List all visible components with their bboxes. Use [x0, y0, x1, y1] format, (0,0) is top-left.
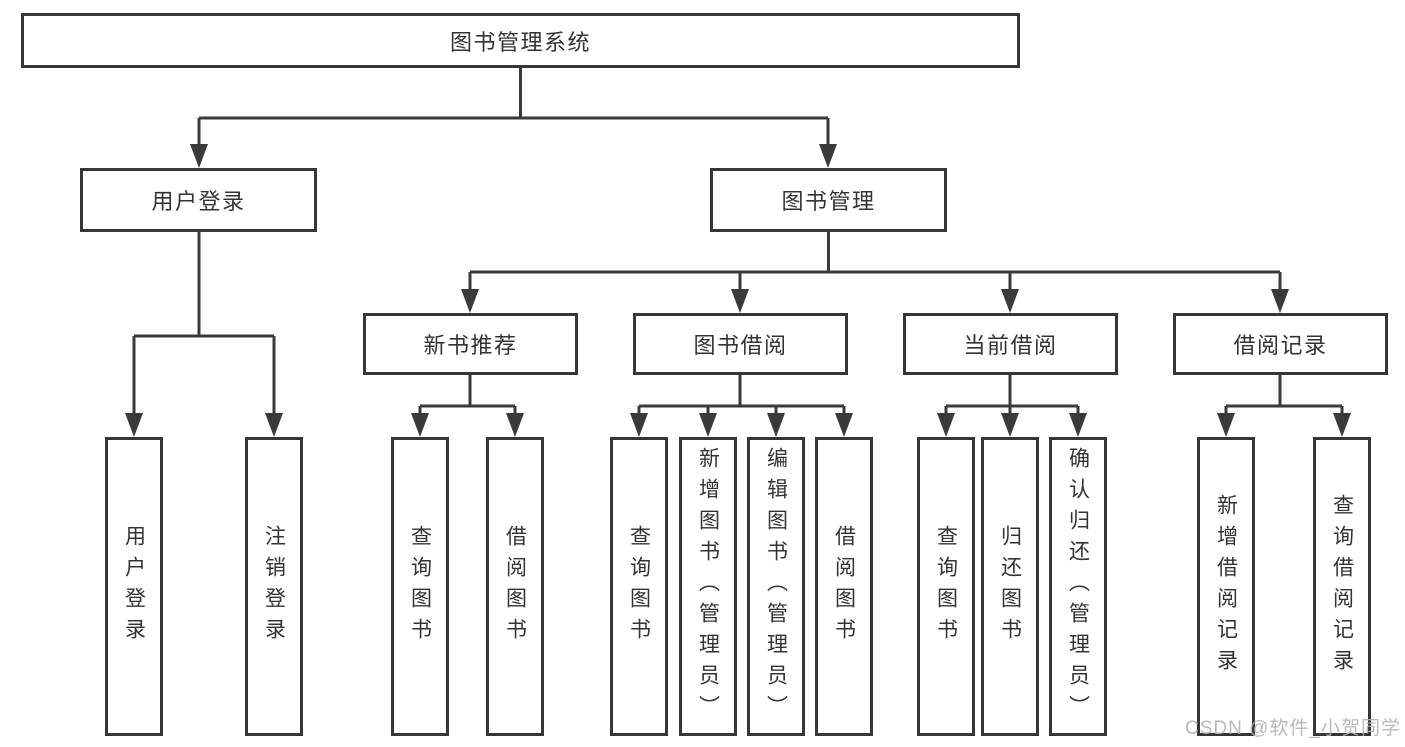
- arrow-down-icon: [1271, 289, 1289, 313]
- leaf-query-borrow-record: 查询借阅记录: [1313, 437, 1371, 736]
- arrow-down-icon: [1069, 413, 1087, 437]
- node-library-system: 图书管理系统: [21, 13, 1020, 68]
- arrow-down-icon: [1001, 413, 1019, 437]
- leaf-borrow-book: 借阅图书: [815, 437, 873, 736]
- leaf-add-book-admin: 新增图书（管理员）: [679, 437, 737, 736]
- leaf-current-query-book: 查询图书: [917, 437, 975, 736]
- arrow-down-icon: [190, 144, 208, 168]
- leaf-recommend-borrow-book: 借阅图书: [486, 437, 544, 736]
- leaf-logout-login: 注销登录: [245, 437, 303, 736]
- arrow-down-icon: [767, 413, 785, 437]
- arrow-down-icon: [265, 413, 283, 437]
- node-current-borrowing: 当前借阅: [903, 313, 1118, 375]
- node-book-management: 图书管理: [710, 168, 947, 232]
- leaf-borrowing-query-book: 查询图书: [610, 437, 668, 736]
- arrow-down-icon: [699, 413, 717, 437]
- leaf-recommend-query-book: 查询图书: [391, 437, 449, 736]
- node-label: 图书管理系统: [449, 29, 591, 55]
- leaf-edit-book-admin: 编辑图书（管理员）: [747, 437, 805, 736]
- arrowheads: [125, 144, 1351, 437]
- node-label: 查询图书: [934, 524, 958, 649]
- node-label: 查询图书: [408, 524, 432, 649]
- node-label: 归还图书: [998, 524, 1022, 649]
- leaf-add-borrow-record: 新增借阅记录: [1197, 437, 1255, 736]
- node-book-borrowing: 图书借阅: [633, 313, 848, 375]
- arrow-down-icon: [125, 413, 143, 437]
- arrow-down-icon: [731, 289, 749, 313]
- node-borrowing-records: 借阅记录: [1173, 313, 1388, 375]
- arrow-down-icon: [506, 413, 524, 437]
- arrow-down-icon: [630, 413, 648, 437]
- node-label: 新书推荐: [423, 333, 518, 358]
- node-label: 借阅图书: [832, 524, 856, 649]
- leaf-user-login: 用户登录: [105, 437, 163, 736]
- node-label: 图书借阅: [693, 333, 788, 358]
- node-label: 查询借阅记录: [1330, 493, 1354, 680]
- node-label: 注销登录: [262, 524, 286, 649]
- node-label: 借阅图书: [503, 524, 527, 649]
- node-label: 确认归还（管理员）: [1066, 447, 1090, 726]
- arrow-down-icon: [1217, 413, 1235, 437]
- arrow-down-icon: [411, 413, 429, 437]
- arrow-down-icon: [1333, 413, 1351, 437]
- watermark: CSDN @软件_小贺同学: [1185, 718, 1401, 739]
- node-user-login: 用户登录: [80, 168, 317, 232]
- node-label: 新增借阅记录: [1214, 493, 1238, 680]
- arrow-down-icon: [461, 289, 479, 313]
- arrow-down-icon: [1001, 289, 1019, 313]
- arrow-down-icon: [819, 144, 837, 168]
- arrow-down-icon: [937, 413, 955, 437]
- node-label: 用户登录: [122, 524, 146, 649]
- leaf-return-book: 归还图书: [981, 437, 1039, 736]
- node-label: 借阅记录: [1233, 333, 1328, 358]
- leaf-confirm-return-admin: 确认归还（管理员）: [1049, 437, 1107, 736]
- node-label: 用户登录: [151, 189, 246, 214]
- node-new-book-recommend: 新书推荐: [363, 313, 578, 375]
- node-label: 图书管理: [781, 189, 876, 214]
- tree-edges: [132, 68, 1344, 419]
- node-label: 查询图书: [627, 524, 651, 649]
- arrow-down-icon: [835, 413, 853, 437]
- node-label: 编辑图书（管理员）: [764, 447, 788, 726]
- node-label: 当前借阅: [963, 333, 1058, 358]
- node-label: 新增图书（管理员）: [696, 447, 720, 726]
